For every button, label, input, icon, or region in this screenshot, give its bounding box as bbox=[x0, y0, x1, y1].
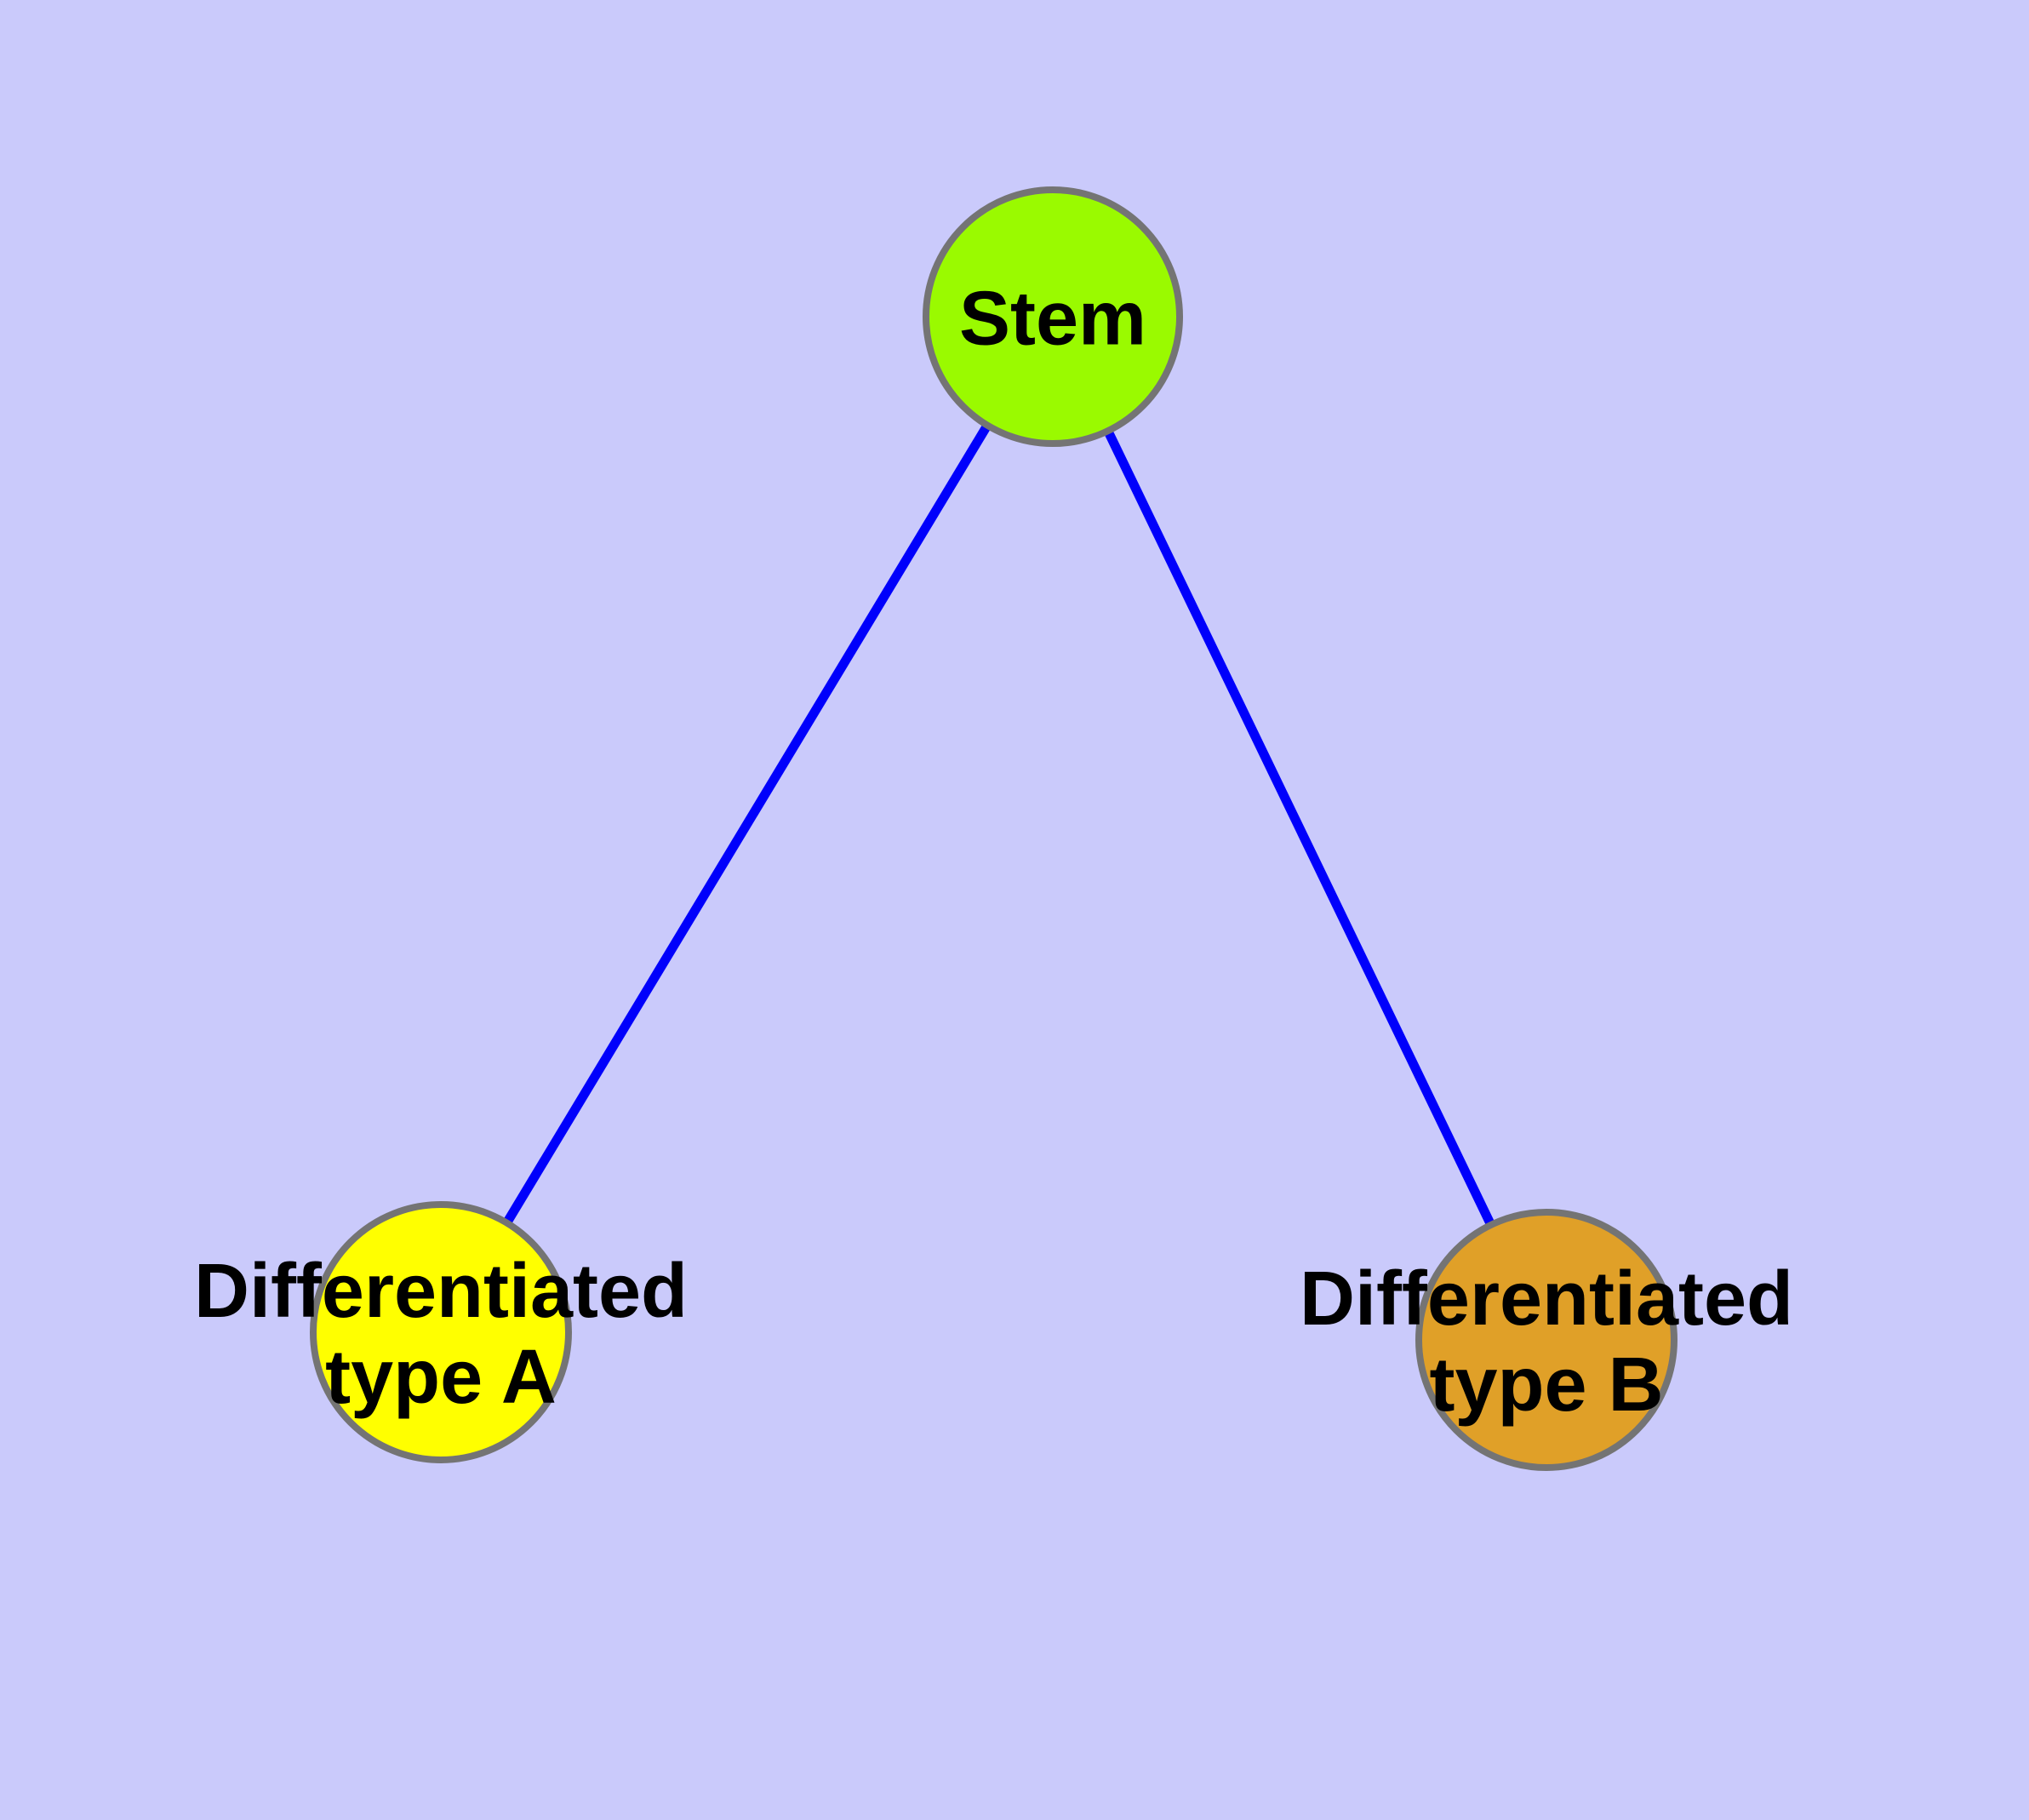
node-stem bbox=[923, 186, 1183, 447]
node-type-b bbox=[1415, 1209, 1677, 1471]
node-label-stem: Stem bbox=[959, 276, 1146, 361]
edge-layer bbox=[437, 314, 1551, 1342]
edge-stem-type-a bbox=[437, 314, 1057, 1335]
node-type-a bbox=[310, 1201, 572, 1463]
node-layer bbox=[310, 186, 1677, 1471]
edge-stem-type-b bbox=[1049, 314, 1551, 1342]
